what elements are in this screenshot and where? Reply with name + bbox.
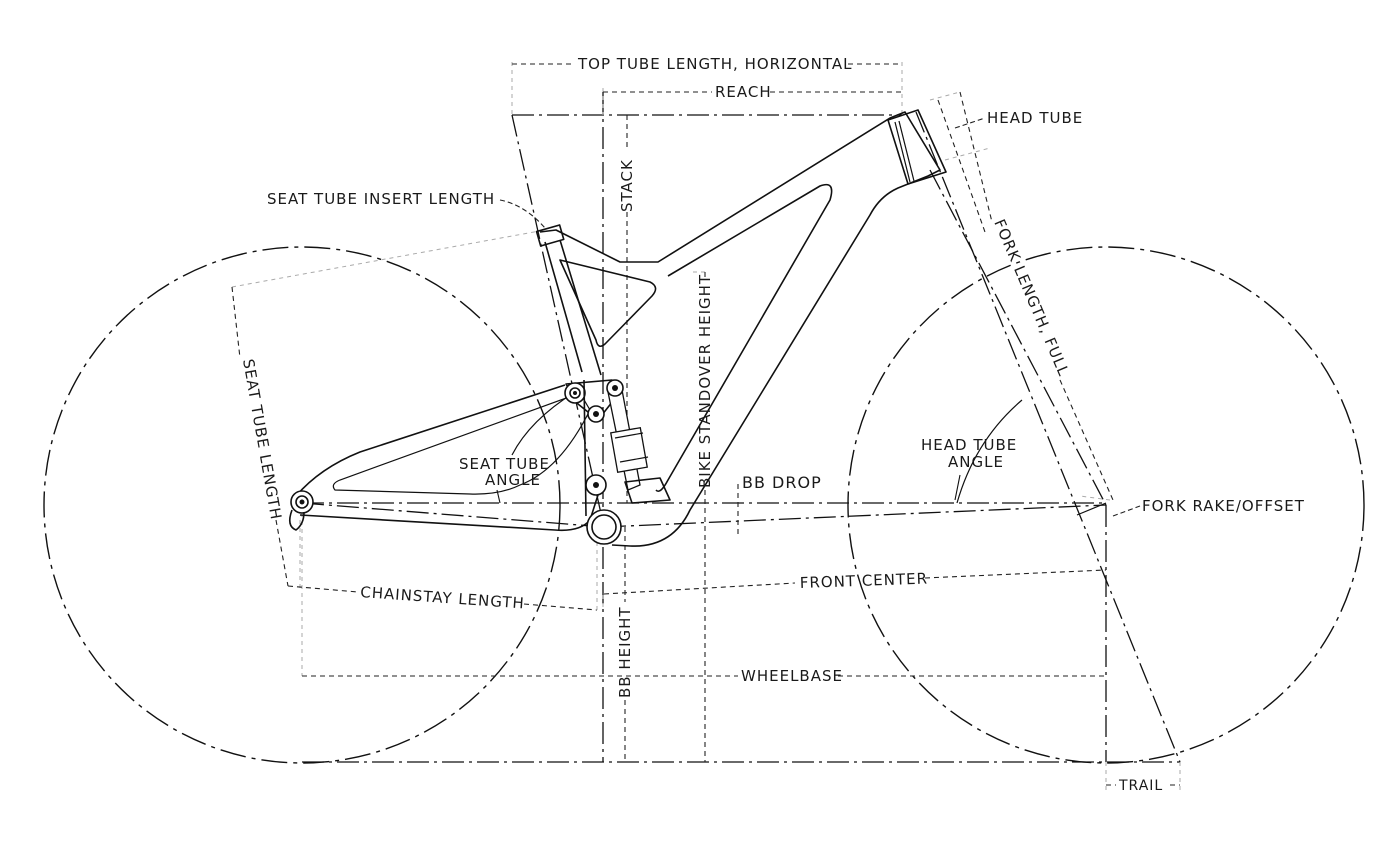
seat-tube-insert [535,224,565,247]
chainstay-dimension [287,585,359,593]
label-head-tube: HEAD TUBE [987,109,1083,127]
link-pivot [587,405,605,423]
label-bb-height: BB HEIGHT [616,606,634,698]
main-pivot-upper [564,382,586,404]
ext-line [944,147,991,161]
rear-axle [288,490,314,531]
label-bike-standover-height: BIKE STANDOVER HEIGHT [696,274,714,488]
label-stack: STACK [618,159,636,212]
shock-mount [606,379,624,397]
seat-stay [295,384,566,497]
rear-shock-band [619,456,649,463]
rear-triangle-window [332,392,591,495]
rear-shock-band [614,432,644,439]
seat-tube-window [559,259,657,348]
front-center-dimension [924,569,1107,579]
bb-to-rear-axle-line [301,502,605,528]
head-tube-band [898,120,915,182]
label-head-tube-angle-2: ANGLE [948,453,1004,471]
ext-line [929,91,961,101]
fork-line [929,169,1107,506]
fork-length-dimension [1059,379,1114,501]
label-chainstay-length: CHAINSTAY LENGTH [360,583,526,612]
label-top-tube-length: TOP TUBE LENGTH, HORIZONTAL [577,55,852,73]
label-front-center: FRONT CENTER [800,570,929,592]
front-triangle-window [655,183,833,493]
front-triangle-outer [539,111,941,547]
label-trail: TRAIL [1118,778,1163,794]
bb-to-front-axle-line [603,504,1107,528]
front-center-dimension [603,582,796,595]
head-tube-angle-leader [954,474,961,501]
steering-axis [915,111,1181,763]
label-seat-tube-length: SEAT TUBE LENGTH [239,358,285,522]
fork-rake-leader [1112,505,1141,517]
seat-tube-angle-arc [511,391,576,456]
fork-length-dimension [959,91,993,223]
seat-tube [559,239,602,376]
front-wheel [847,246,1365,764]
fork-rake-perp [1076,502,1107,516]
seat-tube-axis [511,114,605,528]
seat-tube-length-dimension [275,519,289,587]
head-tube-band [894,121,911,183]
rear-wheel [43,246,561,764]
seat-tube-lower [583,379,587,517]
label-fork-rake-offset: FORK RAKE/OFFSET [1142,497,1305,515]
label-reach: REACH [715,83,772,101]
rear-shock-can [610,426,648,474]
rear-shock-valve [624,477,671,504]
seat-tube [544,241,583,373]
lower-pivot [585,474,607,496]
label-wheelbase: WHEELBASE [741,667,843,685]
ext-line [1079,495,1111,501]
seat-tube-length-dimension [231,286,241,359]
head-tube-leader [954,117,986,129]
head-tube [887,109,947,185]
bottom-bracket [586,509,622,545]
label-bb-drop: BB DROP [742,473,822,492]
seat-insert-leader [499,199,546,229]
label-seat-tube-angle-1: SEAT TUBE [459,455,550,473]
label-seat-tube-angle-2: ANGLE [485,471,541,489]
ext-line [231,229,546,288]
chainstay-dimension [523,603,598,611]
label-head-tube-angle-1: HEAD TUBE [921,436,1017,454]
head-tube-angle-arc [956,399,1023,504]
label-fork-length: FORK LENGTH, FULL [990,217,1073,380]
chain-stay [299,494,599,532]
label-seat-tube-insert-length: SEAT TUBE INSERT LENGTH [267,190,495,208]
